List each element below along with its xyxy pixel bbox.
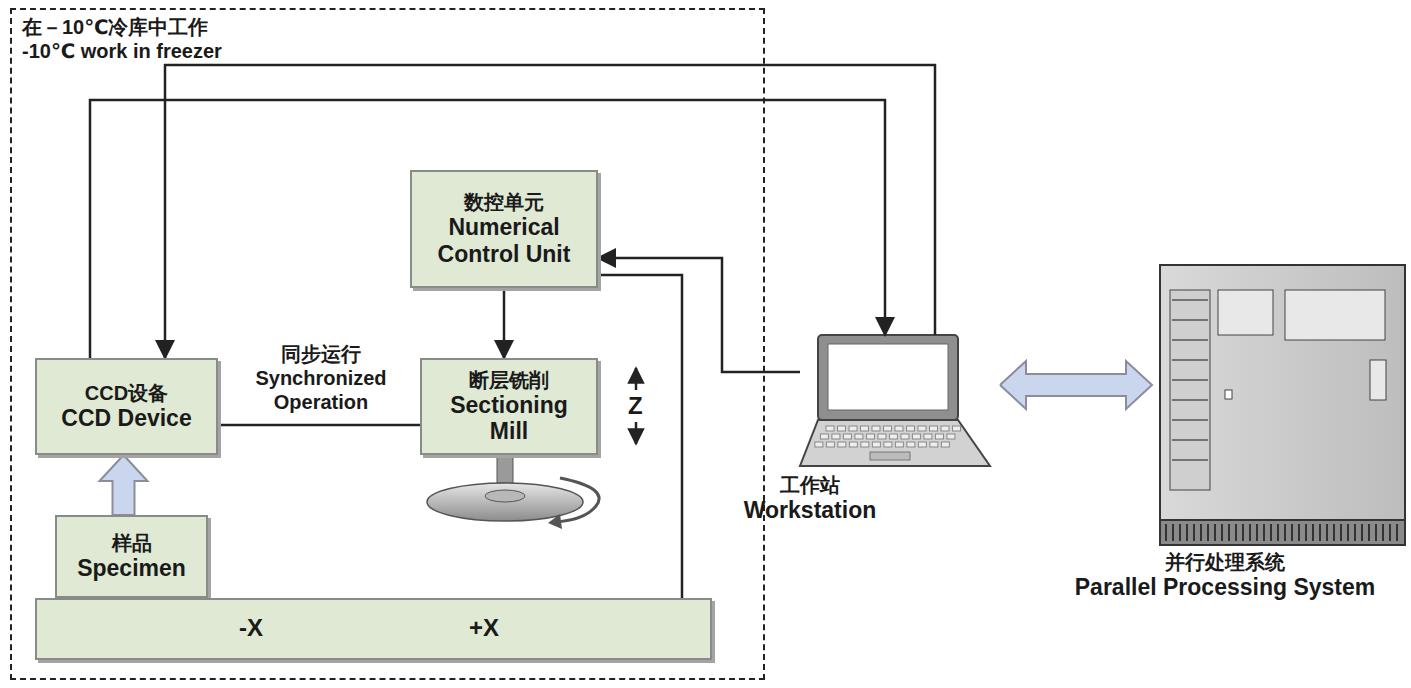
icon-caption: 工作站Workstation	[630, 474, 990, 523]
control-unit-box: 数控单元Numerical Control Unit	[410, 170, 598, 288]
connector-line	[218, 424, 420, 427]
node-title: 在－10℃冷库中工作	[22, 16, 208, 39]
node-subtitle: CCD Device	[61, 405, 191, 431]
node-subtitle: Workstation	[630, 497, 990, 523]
node-subtitle: Specimen	[77, 555, 186, 581]
workstation: 工作站Workstation	[800, 335, 990, 468]
axis-label: -X	[239, 614, 263, 642]
connector-line	[598, 275, 682, 598]
milling-blade	[427, 455, 599, 529]
edge-label: 同步运行 Synchronized Operation	[222, 342, 420, 414]
node-title: 断层铣削	[469, 369, 549, 392]
connector-line	[90, 100, 885, 358]
node-title: CCD设备	[85, 382, 168, 405]
icon-caption: 并行处理系统Parallel Processing System	[1045, 551, 1405, 600]
specimen-box: 样品Specimen	[55, 515, 208, 598]
node-subtitle: -10℃ work in freezer	[22, 40, 222, 63]
connector-line	[503, 288, 506, 358]
node-subtitle: Numerical Control Unit	[420, 214, 588, 267]
laptop-icon	[800, 335, 990, 466]
axis-label: Z	[628, 392, 643, 420]
block-arrow	[100, 455, 148, 515]
node-subtitle: Sectioning Mill	[430, 392, 588, 445]
xy-stage: -X +X	[35, 598, 712, 660]
node-subtitle: Parallel Processing System	[1045, 574, 1405, 600]
parallel-processing-system: 并行处理系统Parallel Processing System	[1160, 265, 1405, 545]
node-title: 数控单元	[464, 191, 544, 214]
node-title: 工作站	[630, 474, 990, 497]
block-arrow	[1000, 361, 1152, 409]
node-title: 样品	[112, 532, 152, 555]
sectioning-mill-box: 断层铣削Sectioning Mill	[420, 358, 598, 455]
node-title: 并行处理系统	[1045, 551, 1405, 574]
connector-line	[165, 65, 935, 358]
server-icon	[1160, 265, 1405, 545]
axis-label: +X	[469, 614, 499, 642]
ccd-device-box: CCD设备CCD Device	[35, 358, 218, 455]
